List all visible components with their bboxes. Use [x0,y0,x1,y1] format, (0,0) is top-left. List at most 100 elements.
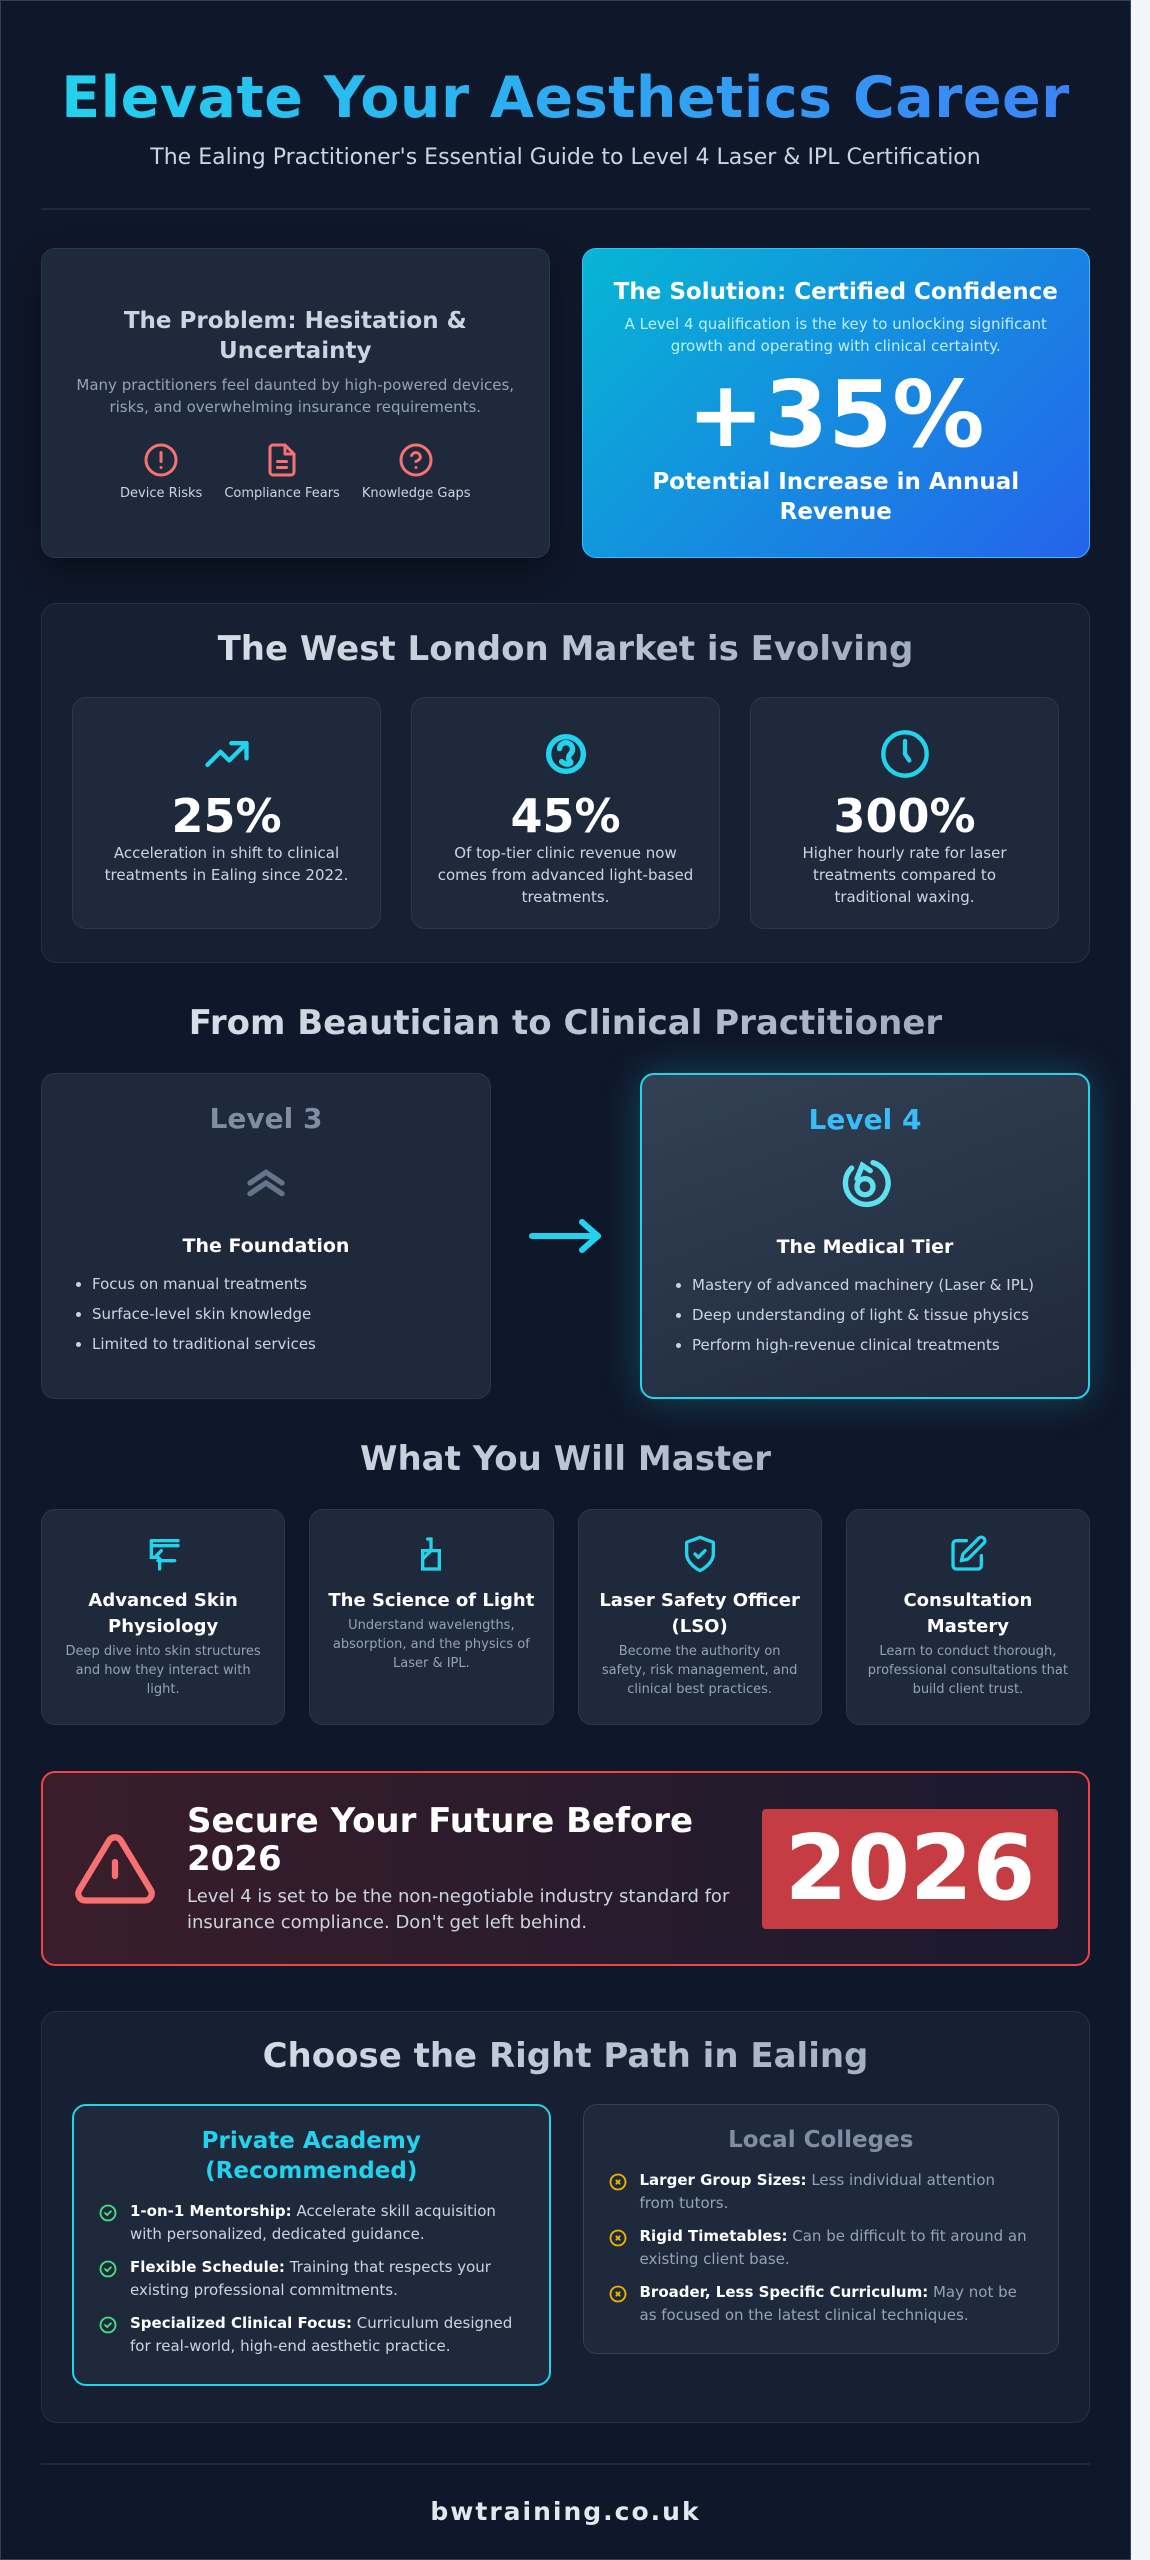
level-point: Deep understanding of light & tissue phy… [692,1300,1058,1330]
benefit-text: Specialized Clinical Focus: Curriculum d… [130,2314,513,2355]
colleges-title: Local Colleges [728,2127,914,2153]
stat-desc: Acceleration in shift to clinical treatm… [104,844,349,884]
problem-item: Device Risks [120,442,202,501]
benefit-item: 1-on-1 Mentorship: Accelerate skill acqu… [98,2200,525,2246]
benefit-item: Specialized Clinical Focus: Curriculum d… [98,2312,525,2358]
skill-card: Advanced Skin Physiology Deep dive into … [41,1509,286,1725]
problem-solution-row: The Problem: Hesitation & Uncertainty Ma… [41,248,1090,558]
drawback-text: Larger Group Sizes: Less individual atte… [639,2171,996,2212]
skills-grid: Advanced Skin Physiology Deep dive into … [41,1509,1090,1725]
urgency-text: Level 4 is set to be the non-negotiable … [187,1885,730,1933]
level-3-points: Focus on manual treatments Surface-level… [72,1269,460,1359]
paths-title: Choose the Right Path in Ealing [72,2036,1059,2076]
problem-items: Device Risks Compliance Fears Knowledge … [120,442,471,501]
x-circle-icon [609,2229,626,2247]
skill-desc: Deep dive into skin structures and how t… [65,1644,261,1697]
skill-card: The Science of Light Understand waveleng… [309,1509,554,1725]
skill-title: Laser Safety Officer (LSO) [599,1590,800,1637]
problem-title: The Problem: Hesitation & Uncertainty [123,307,467,364]
stat-card: 25% Acceleration in shift to clinical tr… [72,697,381,929]
level-4-subtitle: The Medical Tier [776,1236,954,1258]
solution-stat: +35% [687,361,985,468]
problem-item: Knowledge Gaps [362,442,471,501]
level-3-label: Level 3 [209,1102,323,1135]
skill-title: Advanced Skin Physiology [88,1590,238,1637]
local-colleges-card: Local Colleges Larger Group Sizes: Less … [582,2104,1059,2354]
chevrons-up-icon [247,1169,285,1197]
trending-up-icon [204,741,249,767]
footer-website-link[interactable]: bwtraining.co.uk [430,2497,701,2526]
level-3-subtitle: The Foundation [182,1235,350,1257]
benefit-item: Flexible Schedule: Training that respect… [98,2256,525,2302]
stat-desc: Higher hourly rate for laser treatments … [802,844,1007,906]
clock-icon [880,730,929,778]
urgency-title: Secure Your Future Before 2026 [187,1800,694,1879]
urgency-banner: Secure Your Future Before 2026 Level 4 i… [41,1771,1090,1966]
solution-text: A Level 4 qualification is the key to un… [624,315,1047,355]
solution-stat-label: Potential Increase in Annual Revenue [652,469,1020,525]
master-section: What You Will Master Advanced Skin Physi… [41,1439,1090,1725]
skill-desc: Understand wavelengths, absorption, and … [332,1618,530,1671]
skill-desc: Learn to conduct thorough, professional … [867,1644,1068,1697]
question-circle-icon [399,443,433,476]
progression-section: From Beautician to Clinical Practitioner… [41,1003,1090,1399]
drawback-item: Larger Group Sizes: Less individual atte… [608,2169,1035,2215]
stat-desc: Of top-tier clinic revenue now comes fro… [437,844,694,906]
paths-section: Choose the Right Path in Ealing Private … [41,2011,1090,2423]
page-header: Elevate Your Aesthetics Career The Ealin… [41,1,1090,170]
skill-title: The Science of Light [328,1590,535,1611]
market-title: The West London Market is Evolving [72,629,1059,669]
problem-item-label: Compliance Fears [224,485,340,501]
stat-value: 300% [833,789,976,843]
check-circle-icon [99,2204,117,2222]
level-4-points: Mastery of advanced machinery (Laser & I… [672,1270,1058,1360]
market-stats: 25% Acceleration in shift to clinical tr… [72,697,1059,929]
level-3-card: Level 3 The Foundation Focus on manual t… [41,1073,491,1399]
level-4-label: Level 4 [808,1103,922,1136]
x-circle-icon [609,2285,626,2303]
level-point: Surface-level skin knowledge [92,1299,460,1329]
academy-title: Private Academy (Recommended) [201,2128,421,2184]
level-4-card: Level 4 The Medical Tier Mastery of adva… [640,1073,1090,1399]
laser-swirl-icon [842,1160,891,1208]
level-point: Perform high-revenue clinical treatments [692,1330,1058,1360]
stat-card: 45% Of top-tier clinic revenue now comes… [411,697,720,929]
master-title: What You Will Master [41,1439,1090,1479]
level-point: Mastery of advanced machinery (Laser & I… [692,1270,1058,1300]
problem-card: The Problem: Hesitation & Uncertainty Ma… [41,248,550,558]
page-title: Elevate Your Aesthetics Career [41,63,1090,133]
private-academy-card: Private Academy (Recommended) 1-on-1 Men… [72,2104,551,2386]
skill-title: Consultation Mastery [903,1590,1033,1637]
flask-icon [421,1537,442,1571]
warning-triangle-icon [75,1833,155,1904]
market-section: The West London Market is Evolving 25% A… [41,603,1090,963]
drawback-item: Broader, Less Specific Curriculum: May n… [608,2281,1035,2327]
shield-check-icon [684,1535,715,1573]
footer-divider [41,2463,1090,2465]
progression-title: From Beautician to Clinical Practitioner [41,1003,1090,1043]
paths-row: Private Academy (Recommended) 1-on-1 Men… [72,2104,1059,2386]
document-icon [268,443,296,476]
problem-item-label: Device Risks [120,485,203,501]
arrow-right-icon [528,1219,601,1253]
alert-circle-icon [144,443,178,476]
skill-card: Laser Safety Officer (LSO) Become the au… [577,1509,822,1725]
stat-card: 300% Higher hourly rate for laser treatm… [750,697,1059,929]
drawback-text: Rigid Timetables: Can be difficult to fi… [639,2227,1027,2268]
skill-card: Consultation Mastery Learn to conduct th… [845,1509,1090,1725]
check-circle-icon [99,2260,117,2278]
benefit-text: 1-on-1 Mentorship: Accelerate skill acqu… [130,2202,496,2243]
layers-icon [149,1539,180,1571]
progression-arrow [491,1216,640,1256]
problem-item-label: Knowledge Gaps [361,485,471,501]
stat-value: 45% [510,789,621,843]
light-swirl-icon [545,733,586,775]
academy-benefits: 1-on-1 Mentorship: Accelerate skill acqu… [98,2200,525,2358]
level-point: Limited to traditional services [92,1329,460,1359]
drawback-item: Rigid Timetables: Can be difficult to fi… [608,2225,1035,2271]
solution-title: The Solution: Certified Confidence [613,279,1058,305]
check-circle-icon [99,2316,117,2334]
urgency-year-badge: 2026 [762,1808,1058,1929]
page-subtitle: The Ealing Practitioner's Essential Guid… [150,145,981,170]
